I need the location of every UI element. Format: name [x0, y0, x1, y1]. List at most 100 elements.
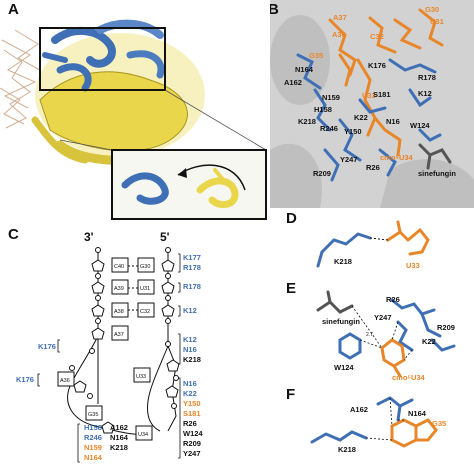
panel-f-hbonds [365, 397, 404, 441]
base-box-g30 [137, 257, 155, 273]
base-box-a38 [111, 302, 129, 318]
base-box-u31 [137, 279, 155, 295]
base-box-g35 [85, 405, 103, 421]
hbond-line [369, 237, 389, 241]
f-label-g35: G35 [432, 419, 446, 428]
base-u33: U33 [136, 374, 146, 380]
e-label-k22: K22 [422, 337, 436, 346]
base-a39: A39 [114, 286, 124, 292]
label-k176: K176 [368, 61, 386, 70]
res-s181: S181 [183, 409, 201, 418]
panel-b-structure: G30 U31 A37 A36 C32 G35 U33 cmo⁵U34 N164… [270, 5, 474, 208]
res-k177: K177 [183, 253, 201, 262]
res-k176-a: K176 [38, 342, 56, 351]
panel-a-structure [0, 19, 267, 220]
res-y247: Y247 [183, 449, 201, 458]
zoom-line-right [164, 89, 267, 151]
rna-strand-wisps [0, 29, 41, 129]
e-label-cmo5u34: cmo⁵U34 [392, 373, 426, 382]
zoom-box [39, 27, 166, 91]
label-n16: N16 [386, 117, 400, 126]
base-labels: C40 A39 A38 A37 A36 G35 G30 U31 C32 U33 … [60, 264, 150, 438]
label-cmo5u34: cmo⁵U34 [380, 153, 414, 162]
label-a37: A37 [333, 13, 347, 22]
panel-c: C40 A39 A38 A37 A36 G35 G30 U31 C32 U33 … [0, 226, 270, 465]
label-k12: K12 [418, 89, 432, 98]
res-k176-b: K176 [16, 375, 34, 384]
panel-c-diagram: C40 A39 A38 A37 A36 G35 G30 U31 C32 U33 … [16, 230, 203, 463]
base-boxes [57, 257, 155, 441]
panel-a: A [0, 0, 268, 222]
label-a162: A162 [284, 78, 302, 87]
base-a37: A37 [114, 332, 124, 338]
zoom-line-left [59, 139, 113, 151]
res-r26: R26 [183, 419, 197, 428]
left-brackets [37, 339, 60, 387]
res-r246: R246 [84, 433, 102, 442]
panel-e-structure: sinefungin Y247 R26 R209 K22 W124 cmo⁵U3… [316, 290, 456, 382]
inset-structure [121, 168, 239, 209]
label-sinefungin: sinefungin [418, 169, 456, 178]
res-w124: W124 [183, 429, 203, 438]
base-g35: G35 [88, 412, 98, 418]
base-c40: C40 [114, 264, 124, 270]
res-k22: K22 [183, 389, 197, 398]
base-box-c32 [137, 302, 155, 318]
base-box-u34 [135, 425, 153, 441]
inset-box [111, 149, 267, 220]
d-label-k218: K218 [334, 257, 352, 266]
protein-sticks [296, 53, 442, 182]
end-5-prime: 5' [160, 230, 170, 244]
base-a36: A36 [60, 378, 70, 384]
label-n164: N164 [295, 65, 314, 74]
label-g30: G30 [425, 5, 439, 14]
base-u34: U34 [138, 432, 148, 438]
label-r246: R246 [320, 124, 338, 133]
res-k12-b: K12 [183, 335, 197, 344]
e-label-distance: 2.7 [366, 332, 373, 338]
right-brackets [178, 253, 181, 459]
panel-f: A162 N164 K218 G35 F [282, 386, 474, 465]
panel-a-label: A [8, 1, 19, 18]
res-k12-a: K12 [183, 306, 197, 315]
res-k218-b: K218 [110, 443, 128, 452]
e-label-sinefungin: sinefungin [322, 317, 360, 326]
panel-b-label: B [270, 1, 279, 18]
bottom-bracket [77, 423, 80, 463]
background-protein [270, 15, 474, 208]
base-box-c40 [111, 257, 129, 273]
res-n159: N159 [84, 443, 102, 452]
base-box-a39 [111, 279, 129, 295]
e-label-w124: W124 [334, 363, 354, 372]
res-n164-orange: N164 [84, 453, 103, 462]
res-r209: R209 [183, 439, 201, 448]
panel-f-structure: A162 N164 K218 G35 [310, 396, 446, 454]
label-r209: R209 [313, 169, 331, 178]
f-label-n164: N164 [408, 409, 427, 418]
label-y150: Y150 [344, 127, 362, 136]
e-label-y247: Y247 [374, 313, 392, 322]
res-n164-black: N164 [110, 433, 129, 442]
label-w124: W124 [410, 121, 430, 130]
panel-e-label: E [286, 280, 297, 297]
bottom-residue-block: H158 A162 R246 N164 N159 K218 N164 [77, 423, 129, 463]
rna-sticks [328, 8, 444, 157]
label-u33: U33 [362, 91, 376, 100]
label-c32: C32 [370, 32, 384, 41]
label-k218: K218 [298, 117, 316, 126]
sugar-pentagons [73, 259, 180, 434]
label-g35: G35 [309, 51, 323, 60]
base-c32: C32 [140, 309, 150, 315]
d-label-u33: U33 [406, 261, 420, 270]
panel-d-structure: K218 U33 [316, 220, 430, 270]
label-n159: N159 [322, 93, 340, 102]
res-n16-b: N16 [183, 379, 197, 388]
sinefungin-sticks [418, 143, 452, 170]
yellow-protein-cartoon [31, 33, 205, 165]
panel-b: G30 U31 A37 A36 C32 G35 U33 cmo⁵U34 N164… [270, 0, 474, 208]
res-r178-b: R178 [183, 282, 201, 291]
res-a162: A162 [110, 423, 128, 432]
res-k218-a: K218 [183, 355, 201, 364]
panel-d-sticks [316, 220, 430, 268]
res-n16-a: N16 [183, 345, 197, 354]
